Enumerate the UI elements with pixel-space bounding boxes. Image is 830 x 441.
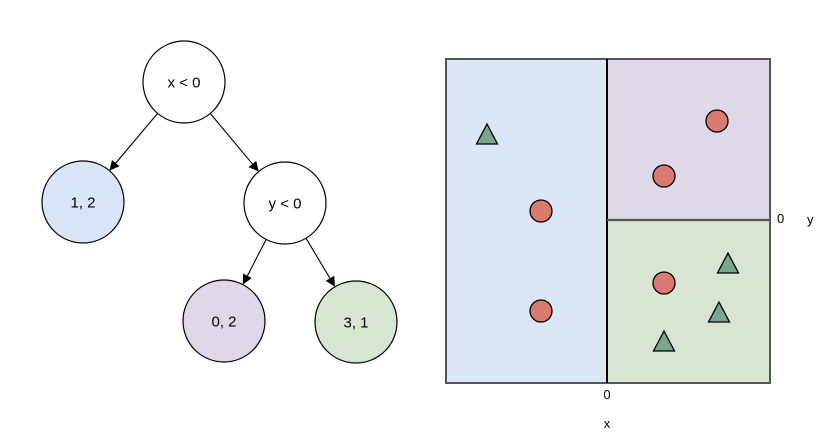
tree-node-label-leaf-green: 3, 1 <box>343 314 368 331</box>
x-axis-name: x <box>604 416 611 431</box>
data-point-triangle <box>707 300 731 323</box>
data-point-circle <box>705 109 729 133</box>
y-axis-name: y <box>807 212 814 227</box>
partition-plot: 0 y 0 x <box>445 58 814 431</box>
data-point-circle <box>652 164 676 188</box>
x-axis-zero-tick: 0 <box>603 387 610 402</box>
tree-edge-root-to-node-y <box>209 113 259 172</box>
region-x-ge-0-y-bottom <box>607 220 770 383</box>
tree-edge-root-to-leaf-blue <box>109 113 159 171</box>
data-point-triangle <box>652 329 676 352</box>
data-point-circle <box>652 271 676 295</box>
tree-node-leaf-purple <box>182 279 266 363</box>
region-x-ge-0-y-top <box>607 59 770 220</box>
decision-tree: x < 0 1, 2 y < 0 0, 2 3, 1 <box>41 40 398 364</box>
tree-node-label-leaf-blue: 1, 2 <box>70 194 95 211</box>
tree-node-label-root: x < 0 <box>168 74 201 91</box>
tree-node-label-node-y: y < 0 <box>269 195 302 212</box>
data-point-circle <box>529 199 553 223</box>
tree-node-label-leaf-purple: 0, 2 <box>211 313 236 330</box>
y-axis-zero-tick: 0 <box>777 211 784 226</box>
tree-node-root <box>142 40 226 124</box>
data-point-circle <box>529 299 553 323</box>
data-point-triangle <box>716 251 740 274</box>
tree-node-leaf-blue <box>41 160 125 244</box>
tree-node-node-y <box>243 161 327 245</box>
tree-edge-node-y-to-leaf-green <box>305 237 335 287</box>
data-point-triangle <box>475 122 499 145</box>
region-x-lt-0 <box>446 59 607 383</box>
tree-edge-node-y-to-leaf-purple <box>242 239 267 285</box>
tree-node-leaf-green <box>314 280 398 364</box>
